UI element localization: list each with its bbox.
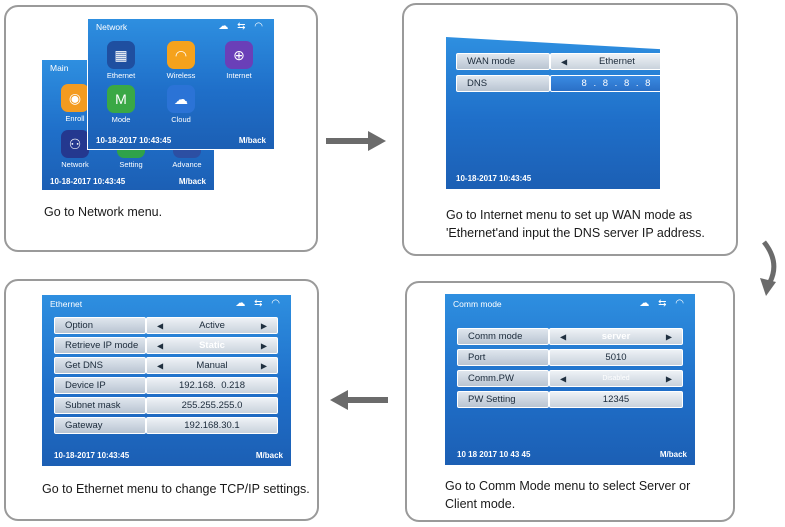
- option-row[interactable]: Option ◀ Active ▶: [54, 317, 278, 334]
- get-dns-row[interactable]: Get DNS ◀ Manual ▶: [54, 357, 278, 374]
- caption-line: Go to Internet menu to set up WAN mode a…: [446, 208, 693, 222]
- network-icon: ⚇: [61, 130, 89, 158]
- device-ip-row[interactable]: Device IP 192.168. 0.218: [54, 377, 278, 394]
- row-label: DNS: [456, 75, 550, 92]
- row-label: Gateway: [54, 417, 146, 434]
- arrow-right-icon[interactable]: ▶: [260, 341, 267, 350]
- panel-comm-mode-menu: Comm mode ☁ ⇆ ◠ Comm mode ◀ server ▶ Por…: [405, 281, 735, 522]
- retrieve-ip-mode-row[interactable]: Retrieve IP mode ◀ Static ▶: [54, 337, 278, 354]
- row-value[interactable]: ◀ Disabled ▶: [549, 370, 683, 387]
- fingerprint-icon: ◉: [61, 84, 89, 112]
- port-row[interactable]: Port 5010: [457, 349, 683, 366]
- arrow-left-icon[interactable]: ◀: [157, 341, 164, 350]
- comm-mode-screen: Comm mode ☁ ⇆ ◠ Comm mode ◀ server ▶ Por…: [445, 294, 695, 465]
- app-network[interactable]: ⚇ Network: [52, 130, 98, 169]
- caption: Go to Ethernet menu to change TCP/IP set…: [42, 482, 310, 496]
- datetime: 10-18-2017 10:43:45: [54, 451, 130, 460]
- caption: Go to Network menu.: [44, 205, 163, 219]
- arrow-right-icon[interactable]: ▶: [665, 332, 672, 341]
- row-label: Get DNS: [54, 357, 146, 374]
- caption-line: Client mode.: [445, 497, 516, 511]
- caption: Go to Comm Mode menu to select Server or…: [445, 477, 690, 513]
- back-label[interactable]: M/back: [659, 450, 687, 459]
- panel-ethernet-menu: Ethernet ☁ ⇆ ◠ Option ◀ Active ▶ Retriev…: [4, 279, 319, 521]
- ethernet-icon: ▦: [107, 41, 135, 69]
- datetime: 10-18-2017 10:43:45: [456, 174, 532, 183]
- arrow-right-icon[interactable]: ▶: [260, 321, 267, 330]
- panel-internet-menu: WAN mode ◀ Ethernet ▶ DNS 8 . 8 . 8 . 8 …: [402, 3, 738, 256]
- arrow-down-curved-icon: [760, 240, 777, 296]
- back-label[interactable]: M/back: [238, 136, 266, 145]
- row-label: Device IP: [54, 377, 146, 394]
- app-internet[interactable]: ⊕ Internet: [216, 41, 262, 80]
- row-value[interactable]: 12345: [549, 391, 683, 408]
- app-enroll[interactable]: ◉ Enroll: [52, 84, 98, 123]
- arrow-left-icon[interactable]: ◀: [560, 332, 567, 341]
- wifi-icon: ◠: [167, 41, 195, 69]
- arrow-right-icon[interactable]: ▶: [665, 374, 672, 383]
- row-label: WAN mode: [456, 53, 550, 70]
- app-mode[interactable]: M Mode: [98, 85, 144, 124]
- app-cloud[interactable]: ☁ Cloud: [158, 85, 204, 124]
- caption-line: Go to Comm Mode menu to select Server or: [445, 479, 691, 493]
- internet-menu-screen: WAN mode ◀ Ethernet ▶ DNS 8 . 8 . 8 . 8 …: [446, 37, 660, 189]
- arrow-right-icon[interactable]: ▶: [260, 361, 267, 370]
- datetime: 10 18 2017 10 43 45: [457, 450, 531, 459]
- row-value[interactable]: ◀ Manual ▶: [146, 357, 278, 374]
- back-label[interactable]: M/back: [178, 177, 206, 186]
- caption: Go to Internet menu to set up WAN mode a…: [446, 206, 705, 242]
- row-value[interactable]: ◀ Ethernet ▶: [550, 53, 660, 70]
- network-menu-screen: Network ☁ ⇆ ◠ ▦ Ethernet ◠ Wireless ⊕ In…: [88, 19, 274, 149]
- datetime: 10-18-2017 10:43:45: [50, 177, 126, 186]
- row-value[interactable]: 192.168. 0.218: [146, 377, 278, 394]
- arrow-left-icon[interactable]: ◀: [157, 321, 164, 330]
- row-label: Comm mode: [457, 328, 549, 345]
- screen-title: Main: [50, 63, 69, 73]
- arrow-left-icon[interactable]: ◀: [560, 374, 567, 383]
- datetime: 10-18-2017 10:43:45: [96, 136, 172, 145]
- row-value[interactable]: 192.168.30.1: [146, 417, 278, 434]
- ethernet-menu-screen: Ethernet ☁ ⇆ ◠ Option ◀ Active ▶ Retriev…: [42, 295, 291, 466]
- globe-icon: ⊕: [225, 41, 253, 69]
- app-wireless[interactable]: ◠ Wireless: [158, 41, 204, 80]
- arrow-right-icon: [326, 131, 386, 151]
- caption-line: 'Ethernet'and input the DNS server IP ad…: [446, 226, 705, 240]
- row-value[interactable]: ◀ Static ▶: [146, 337, 278, 354]
- arrow-left-icon[interactable]: ◀: [157, 361, 164, 370]
- screen-title: Comm mode: [453, 299, 502, 309]
- row-label: Subnet mask: [54, 397, 146, 414]
- row-value[interactable]: ◀ Active ▶: [146, 317, 278, 334]
- gateway-row[interactable]: Gateway 192.168.30.1: [54, 417, 278, 434]
- row-label: PW Setting: [457, 391, 549, 408]
- arrow-left-icon[interactable]: ◀: [561, 57, 568, 66]
- row-label: Comm.PW: [457, 370, 549, 387]
- comm-mode-row[interactable]: Comm mode ◀ server ▶: [457, 328, 683, 345]
- row-value[interactable]: 5010: [549, 349, 683, 366]
- screen-title: Ethernet: [50, 299, 83, 309]
- row-label: Retrieve IP mode: [54, 337, 146, 354]
- status-icons: ☁ ⇆ ◠: [218, 21, 266, 32]
- row-value[interactable]: ◀ server ▶: [549, 328, 683, 345]
- wan-mode-row[interactable]: WAN mode ◀ Ethernet ▶: [456, 53, 660, 70]
- status-icons: ☁ ⇆ ◠: [235, 298, 283, 309]
- dns-row[interactable]: DNS 8 . 8 . 8 . 8: [456, 75, 660, 92]
- arrow-left-icon: [330, 390, 388, 410]
- screen-title: Network: [96, 22, 128, 32]
- subnet-mask-row[interactable]: Subnet mask 255.255.255.0: [54, 397, 278, 414]
- comm-pw-row[interactable]: Comm.PW ◀ Disabled ▶: [457, 370, 683, 387]
- panel-network-menu: Main ◉ Enroll ⚇ Network ⚙ Setting ✦ Adva…: [4, 5, 318, 252]
- row-label: Option: [54, 317, 146, 334]
- status-icons: ☁ ⇆ ◠: [639, 298, 687, 309]
- app-ethernet[interactable]: ▦ Ethernet: [98, 41, 144, 80]
- row-value[interactable]: 8 . 8 . 8 . 8: [550, 75, 660, 92]
- row-label: Port: [457, 349, 549, 366]
- mode-icon: M: [107, 85, 135, 113]
- row-value[interactable]: 255.255.255.0: [146, 397, 278, 414]
- back-label[interactable]: M/back: [255, 451, 283, 460]
- pw-setting-row[interactable]: PW Setting 12345: [457, 391, 683, 408]
- cloud-icon: ☁: [167, 85, 195, 113]
